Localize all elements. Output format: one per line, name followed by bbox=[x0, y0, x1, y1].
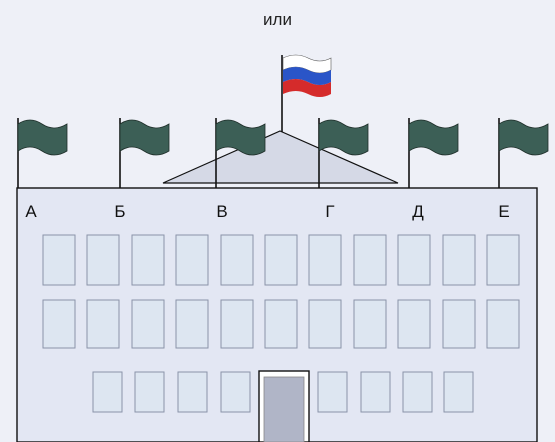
window bbox=[264, 299, 298, 349]
flag-row bbox=[17, 118, 549, 188]
window bbox=[486, 234, 520, 286]
window bbox=[264, 234, 298, 286]
window bbox=[131, 234, 165, 286]
window-row-2 bbox=[42, 299, 520, 349]
door bbox=[263, 376, 305, 442]
green-flag-icon bbox=[17, 119, 68, 156]
window bbox=[86, 299, 120, 349]
window-row-1 bbox=[42, 234, 520, 286]
flag-label-b: Б bbox=[114, 202, 126, 221]
window bbox=[308, 234, 342, 286]
green-flag-icon bbox=[498, 119, 549, 156]
window bbox=[177, 371, 208, 413]
window bbox=[308, 299, 342, 349]
window bbox=[443, 371, 474, 413]
pediment bbox=[162, 130, 399, 184]
window-row-3 bbox=[92, 371, 474, 413]
window bbox=[131, 299, 165, 349]
window bbox=[397, 234, 431, 286]
green-flag-icon bbox=[215, 119, 266, 156]
window bbox=[220, 371, 251, 413]
window bbox=[175, 299, 209, 349]
window bbox=[360, 371, 391, 413]
window bbox=[220, 234, 254, 286]
russian-flag-icon bbox=[282, 54, 332, 97]
window bbox=[317, 371, 348, 413]
window bbox=[220, 299, 254, 349]
window bbox=[442, 234, 476, 286]
flag-label-a: А bbox=[25, 202, 37, 221]
window bbox=[42, 234, 76, 286]
flag-label-v: В bbox=[216, 202, 228, 221]
flag-label-e: Е bbox=[498, 202, 510, 221]
window bbox=[42, 299, 76, 349]
window bbox=[486, 299, 520, 349]
green-flag-icon bbox=[408, 119, 459, 156]
window bbox=[86, 234, 120, 286]
window bbox=[92, 371, 123, 413]
window bbox=[442, 299, 476, 349]
window bbox=[353, 234, 387, 286]
window bbox=[397, 299, 431, 349]
window bbox=[402, 371, 433, 413]
window bbox=[175, 234, 209, 286]
caption-text: или bbox=[263, 10, 292, 29]
flag-label-g: Г bbox=[325, 202, 335, 221]
green-flag-icon bbox=[119, 119, 170, 156]
window bbox=[353, 299, 387, 349]
flag-label-d: Д bbox=[412, 202, 424, 221]
window bbox=[134, 371, 165, 413]
green-flag-icon bbox=[318, 119, 369, 156]
